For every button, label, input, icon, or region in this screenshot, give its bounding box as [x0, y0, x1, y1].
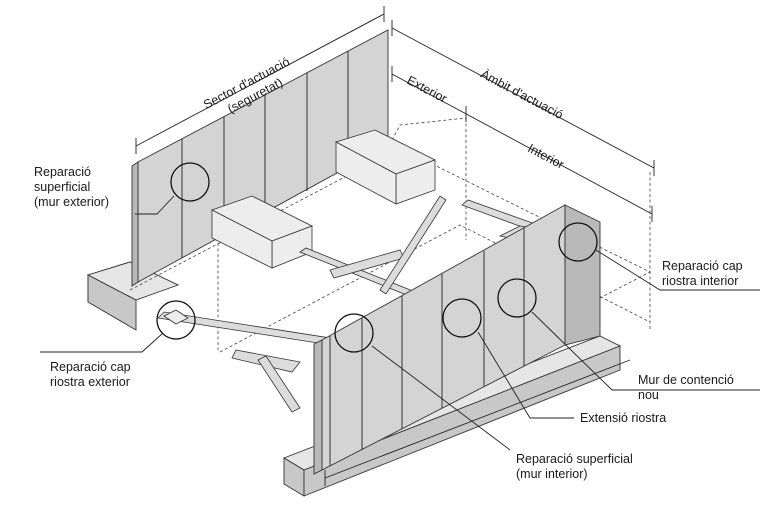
- callout-labels: Reparació superficial (mur exterior) Rep…: [34, 165, 746, 481]
- strut-exterior-head: [163, 309, 189, 325]
- strut-exterior-leg: [257, 355, 301, 413]
- interior-wall: [282, 204, 622, 497]
- detail-circles: [156, 162, 598, 353]
- label-interior: Interior: [525, 141, 566, 172]
- dimension-lines: [135, 6, 655, 486]
- anchor-block-2-side: [335, 141, 397, 205]
- label-exterior: Exterior: [405, 73, 450, 106]
- detail-circle-interior-brace: [558, 222, 598, 262]
- exterior-wall: [86, 29, 389, 331]
- interior-wall-panel-joints: [329, 228, 525, 466]
- label-reparacio-superficial-exterior: Reparació superficial (mur exterior): [34, 165, 109, 209]
- strut-mid-diagonal: [379, 195, 447, 295]
- leader-lines: [40, 195, 760, 451]
- interior-foundation-front: [303, 345, 621, 497]
- interior-wall-edge: [313, 339, 323, 475]
- label-reparacio-superficial-interior: Reparació superficial (mur interior): [516, 452, 636, 481]
- interior-wall-back: [564, 204, 601, 346]
- label-reparacio-cap-riostra-exterior: Reparació cap riostra exterior: [50, 360, 134, 389]
- exterior-foundation-side: [87, 274, 137, 331]
- detail-circle-exterior-brace: [156, 300, 196, 340]
- label-ambit: Àmbit d'actuació: [478, 66, 566, 122]
- label-reparacio-cap-riostra-interior: Reparació cap riostra interior: [662, 259, 746, 288]
- detail-circle-new-wall: [497, 278, 537, 318]
- anchor-blocks: [210, 129, 437, 269]
- exterior-wall-edge: [131, 161, 139, 287]
- detail-circle-strut-extension: [442, 298, 482, 338]
- detail-circle-exterior-surface: [170, 162, 210, 202]
- label-extensio-riostra: Extensió riostra: [580, 411, 666, 425]
- label-mur-contencio-nou: Mur de contenció nou: [638, 373, 737, 402]
- anchor-block-1-side: [211, 209, 273, 269]
- detail-circle-interior-surface: [334, 313, 374, 353]
